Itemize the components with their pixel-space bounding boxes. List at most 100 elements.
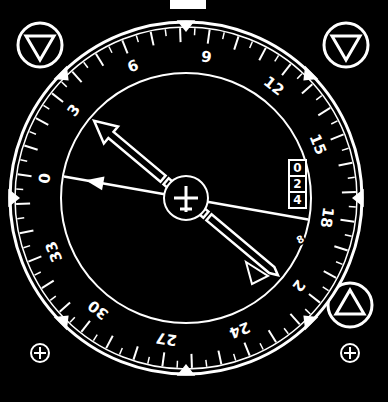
tick-mark bbox=[151, 32, 154, 46]
tick-mark bbox=[18, 174, 32, 176]
tick-mark bbox=[302, 84, 312, 93]
tick-mark bbox=[162, 352, 164, 366]
tick-mark bbox=[349, 206, 356, 208]
tick-mark bbox=[190, 354, 192, 368]
tick-mark bbox=[17, 217, 24, 219]
tick-mark bbox=[136, 35, 138, 42]
tick-mark bbox=[179, 28, 181, 42]
index-triangle bbox=[54, 315, 69, 330]
tick-mark bbox=[20, 160, 27, 162]
card-outer-ring bbox=[15, 27, 357, 369]
tick-mark bbox=[122, 40, 127, 53]
tick-mark bbox=[318, 108, 330, 115]
index-triangle bbox=[8, 189, 20, 208]
tick-mark bbox=[84, 62, 88, 68]
tick-mark bbox=[218, 351, 221, 365]
tick-mark bbox=[28, 256, 41, 261]
tick-mark bbox=[234, 354, 236, 361]
heading-number: 9 bbox=[199, 49, 213, 66]
screw bbox=[341, 344, 359, 362]
tick-mark bbox=[165, 29, 167, 36]
inner-ring bbox=[61, 73, 311, 323]
tick-mark bbox=[339, 163, 353, 166]
tick-mark bbox=[24, 145, 37, 149]
tick-mark bbox=[50, 296, 56, 300]
tick-mark bbox=[35, 272, 41, 275]
heading-number: 27 bbox=[154, 330, 179, 348]
heading-number: 3 bbox=[64, 101, 83, 120]
course-digit: 4 bbox=[292, 194, 302, 206]
bezel-ring bbox=[10, 22, 362, 374]
range-digit: 8 bbox=[294, 233, 307, 246]
lubber-tab bbox=[170, 0, 206, 9]
course-arrow bbox=[87, 112, 170, 187]
compass-ticks bbox=[16, 28, 356, 368]
tick-mark bbox=[260, 343, 263, 349]
tick-mark bbox=[96, 54, 103, 66]
tick-mark bbox=[133, 346, 137, 359]
aircraft-symbol bbox=[174, 186, 198, 212]
tick-mark bbox=[282, 64, 291, 75]
course-digit: 2 bbox=[292, 178, 302, 190]
tick-mark bbox=[36, 118, 48, 125]
tick-mark bbox=[93, 335, 97, 341]
index-marks bbox=[8, 20, 364, 376]
index-triangle bbox=[177, 364, 196, 376]
tick-mark bbox=[23, 246, 30, 248]
tick-mark bbox=[30, 132, 36, 135]
tick-mark bbox=[43, 105, 49, 109]
course-digit: 0 bbox=[292, 162, 302, 174]
course-pointer bbox=[87, 112, 285, 283]
tick-mark bbox=[297, 74, 302, 79]
course-window bbox=[289, 160, 306, 208]
tick-mark bbox=[16, 202, 30, 204]
tick-mark bbox=[42, 281, 54, 288]
bearing-needle bbox=[63, 170, 310, 227]
tick-mark bbox=[342, 148, 349, 150]
tick-mark bbox=[323, 287, 329, 291]
tick-mark bbox=[340, 220, 354, 222]
tick-mark bbox=[342, 191, 356, 193]
knob-triangle bbox=[26, 36, 54, 60]
tick-mark bbox=[269, 330, 276, 342]
digit-box bbox=[289, 160, 306, 176]
tick-mark bbox=[334, 246, 347, 250]
tick-mark bbox=[250, 42, 253, 48]
to-from-flag bbox=[246, 262, 268, 284]
screw-slot bbox=[34, 347, 46, 359]
tick-mark bbox=[290, 314, 299, 324]
heading-number: 33 bbox=[43, 238, 65, 265]
tick-mark bbox=[120, 348, 123, 354]
heading-number: 12 bbox=[260, 73, 287, 99]
tick-mark bbox=[205, 360, 207, 367]
tick-mark bbox=[324, 271, 336, 278]
tick-mark bbox=[148, 357, 150, 364]
index-triangle bbox=[177, 20, 196, 32]
heading-number: 2 bbox=[288, 276, 307, 295]
digit-box bbox=[289, 192, 306, 208]
tick-mark bbox=[309, 294, 320, 303]
tick-mark bbox=[194, 28, 196, 35]
tick-mark bbox=[106, 336, 113, 348]
needle-head bbox=[84, 173, 104, 190]
corner-knob bbox=[18, 23, 62, 67]
tick-mark bbox=[316, 96, 322, 100]
index-triangle bbox=[303, 315, 318, 330]
tick-mark bbox=[208, 30, 210, 44]
tick-mark bbox=[244, 343, 249, 356]
aircraft-ring bbox=[164, 176, 208, 220]
tick-mark bbox=[20, 230, 34, 233]
digit-box bbox=[289, 176, 306, 192]
tick-mark bbox=[348, 177, 355, 179]
screw-slot bbox=[344, 347, 356, 359]
tick-mark bbox=[70, 317, 75, 322]
screw bbox=[31, 344, 49, 362]
tick-mark bbox=[305, 309, 310, 314]
tick-mark bbox=[345, 235, 352, 237]
index-triangle bbox=[54, 66, 69, 81]
tick-mark bbox=[336, 262, 342, 265]
heading-number: 0 bbox=[37, 171, 54, 185]
heading-number: 6 bbox=[124, 57, 141, 76]
heading-number: 30 bbox=[85, 297, 112, 323]
